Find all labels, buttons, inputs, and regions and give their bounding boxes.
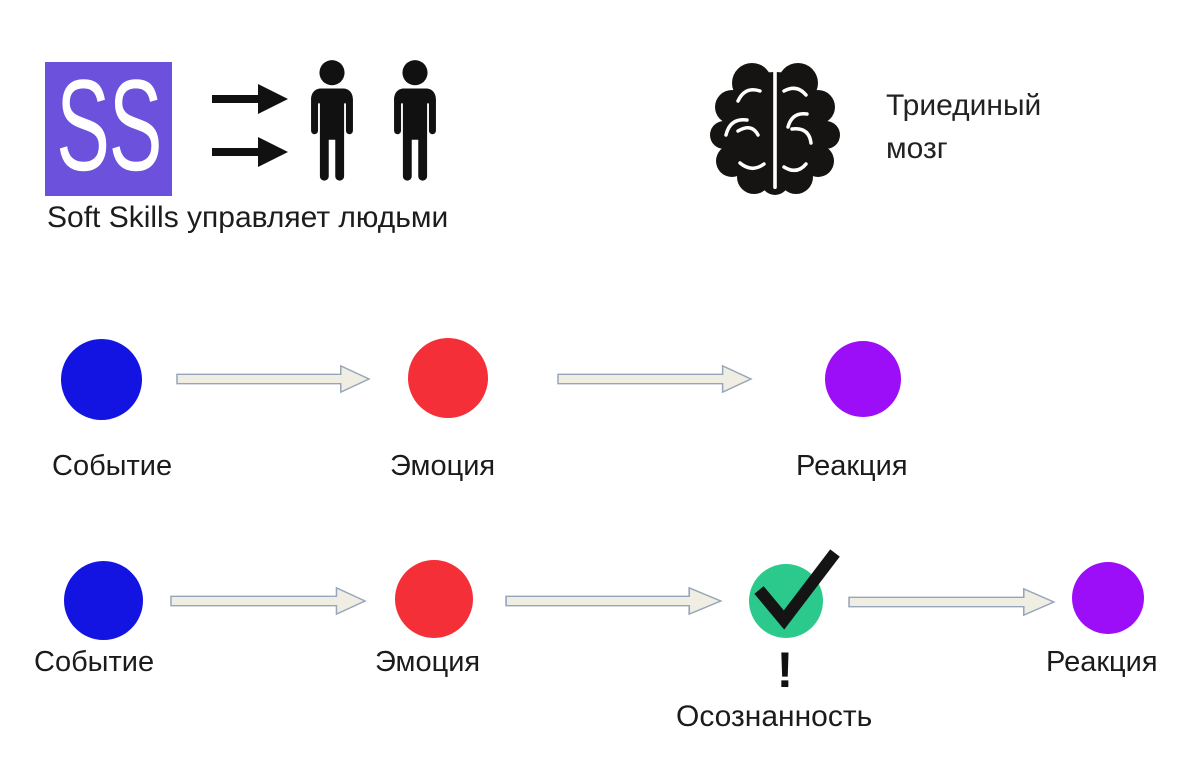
brain-label-line2: мозг bbox=[886, 132, 948, 165]
person-icon bbox=[394, 60, 436, 181]
exclamation-badge: ! bbox=[776, 642, 794, 698]
event-node-circle bbox=[64, 561, 143, 640]
brain-icon bbox=[710, 63, 840, 195]
reaction-node-circle bbox=[825, 341, 901, 417]
event-node-circle bbox=[61, 339, 142, 420]
flow-arrow-icon bbox=[170, 586, 367, 616]
flow-arrow-icon bbox=[848, 587, 1056, 617]
logo-text: SS bbox=[55, 52, 162, 198]
logo-caption: Soft Skills управляет людьми bbox=[47, 201, 449, 234]
right-arrow-icon bbox=[212, 84, 288, 114]
emotion-node-circle bbox=[395, 560, 473, 638]
reaction-node-label: Реакция bbox=[1046, 646, 1158, 678]
right-arrow-icon bbox=[212, 137, 288, 167]
soft-skills-logo: SS bbox=[45, 52, 172, 198]
flow-arrow-icon bbox=[176, 364, 371, 394]
event-node-label: Событие bbox=[52, 450, 173, 482]
reaction-node-circle bbox=[1072, 562, 1144, 634]
reaction-node-label: Реакция bbox=[796, 450, 908, 482]
emotion-node-label: Эмоция bbox=[375, 646, 481, 678]
person-icon bbox=[311, 60, 353, 181]
emotion-node-label: Эмоция bbox=[390, 450, 496, 482]
flow-arrow-icon bbox=[557, 364, 753, 394]
brain-label: Триединый мозг bbox=[886, 84, 1041, 170]
awareness-node-label: Осознанность bbox=[676, 700, 873, 733]
brain-label-line1: Триединый bbox=[886, 89, 1042, 122]
checkmark-icon bbox=[754, 549, 840, 630]
emotion-node-circle bbox=[408, 338, 488, 418]
event-node-label: Событие bbox=[34, 646, 155, 678]
flow-arrow-icon bbox=[505, 586, 723, 616]
